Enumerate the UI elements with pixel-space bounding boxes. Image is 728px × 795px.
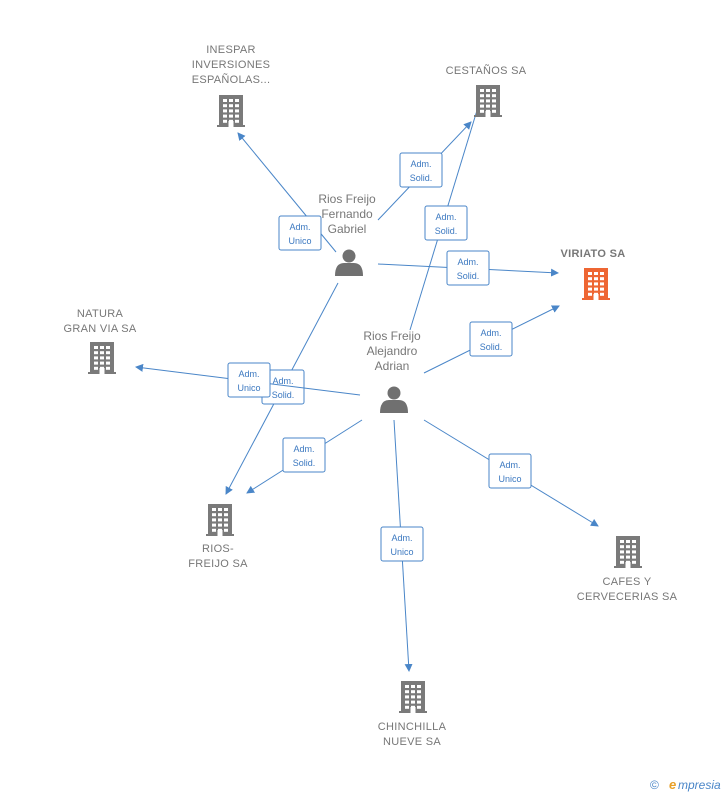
company-name[interactable]: CESTAÑOS SA — [446, 64, 527, 77]
person-name[interactable]: Alejandro — [367, 344, 418, 358]
edge-label-box — [227, 362, 271, 398]
person-name[interactable]: Adrian — [375, 359, 410, 373]
company-name[interactable]: INVERSIONES — [192, 59, 271, 71]
company-node-cestanos[interactable]: CESTAÑOS SA — [446, 64, 527, 117]
person-name[interactable]: Rios Freijo — [363, 329, 421, 343]
person-icon — [335, 249, 363, 276]
edge-alejandro-natura: Adm. Unico — [135, 362, 361, 398]
edge-label-box — [488, 453, 532, 489]
person-name[interactable]: Rios Freijo — [318, 192, 376, 206]
edge-role-label[interactable]: Adm. Unico — [278, 215, 322, 251]
edge-alejandro-rios_freijo_sa: Adm. Solid. — [246, 419, 363, 494]
edge-role-label[interactable]: Adm. Solid. — [469, 321, 513, 357]
company-node-inespar[interactable]: INESPAR INVERSIONES ESPAÑOLAS... — [192, 44, 271, 127]
edge-label-text: Solid. — [480, 342, 503, 352]
edges-layer: Adm.UnicoAdm.Solid.Adm.Solid.Adm.Solid.A… — [135, 93, 599, 672]
company-node-cafes[interactable]: CAFES Y CERVECERIAS SA — [577, 536, 678, 603]
company-name[interactable]: CERVECERIAS SA — [577, 591, 678, 603]
edge-label-text: Adm. — [410, 159, 431, 169]
edge-label-text: Solid. — [435, 226, 458, 236]
edge-label-text: Solid. — [457, 271, 480, 281]
building-icon — [582, 268, 610, 300]
edge-label-text: Adm. — [272, 376, 293, 386]
edge-role-label[interactable]: Adm. Solid. — [424, 205, 468, 241]
edge-label-box — [424, 205, 468, 241]
company-node-rios_freijo_sa[interactable]: RIOS- FREIJO SA — [188, 504, 248, 570]
footer-brand: © e mpresia — [650, 777, 721, 792]
company-name[interactable]: NUEVE SA — [383, 736, 441, 748]
edge-label-text: Unico — [237, 383, 260, 393]
edge-fernando-cestanos: Adm. Solid. — [377, 121, 472, 221]
edge-label-text: Solid. — [272, 390, 295, 400]
edge-label-text: Unico — [498, 474, 521, 484]
company-name[interactable]: FREIJO SA — [188, 558, 248, 570]
edge-alejandro-viriato: Adm. Solid. — [423, 305, 560, 374]
building-icon — [399, 681, 427, 713]
edge-role-label[interactable]: Adm. Unico — [380, 526, 424, 562]
edge-role-label[interactable]: Adm. Solid. — [282, 437, 326, 473]
company-node-natura[interactable]: NATURA GRAN VIA SA — [64, 308, 137, 374]
company-name[interactable]: INESPAR — [206, 44, 256, 56]
edge-label-text: Unico — [288, 236, 311, 246]
edge-label-text: Solid. — [293, 458, 316, 468]
company-name[interactable]: CHINCHILLA — [378, 721, 447, 733]
person-name[interactable]: Fernando — [321, 207, 373, 221]
edge-label-text: Adm. — [435, 212, 456, 222]
person-name[interactable]: Gabriel — [328, 222, 367, 236]
company-name[interactable]: RIOS- — [202, 543, 234, 555]
edge-fernando-viriato: Adm. Solid. — [377, 250, 559, 286]
company-node-chinchilla[interactable]: CHINCHILLA NUEVE SA — [378, 681, 447, 748]
company-name[interactable]: ESPAÑOLAS... — [192, 73, 271, 86]
edge-role-label[interactable]: Adm. Solid. — [261, 369, 305, 405]
edge-label-text: Adm. — [293, 444, 314, 454]
company-name[interactable]: GRAN VIA SA — [64, 323, 137, 335]
edge-alejandro-cestanos: Adm. Solid. — [409, 93, 484, 331]
edge-label-text: Adm. — [391, 533, 412, 543]
edge-label-text: Adm. — [238, 369, 259, 379]
company-node-viriato[interactable]: VIRIATO SA — [561, 248, 626, 300]
building-icon — [206, 504, 234, 536]
edge-label-text: Adm. — [499, 460, 520, 470]
copyright-symbol: © — [650, 778, 659, 792]
nodes-layer: INESPAR INVERSIONES ESPAÑOLAS... CESTAÑOS S… — [64, 44, 678, 748]
edge-role-label[interactable]: Adm. Unico — [227, 362, 271, 398]
brand-name: mpresia — [678, 778, 721, 792]
edge-alejandro-cafes: Adm. Unico — [423, 419, 599, 527]
edge-role-label[interactable]: Adm. Unico — [488, 453, 532, 489]
edge-label-text: Adm. — [289, 222, 310, 232]
company-name[interactable]: VIRIATO SA — [561, 248, 626, 260]
edge-label-text: Adm. — [457, 257, 478, 267]
edge-label-box — [278, 215, 322, 251]
edge-label-box — [399, 152, 443, 188]
building-icon — [614, 536, 642, 568]
building-icon — [474, 85, 502, 117]
company-name[interactable]: NATURA — [77, 308, 124, 320]
edge-label-box — [282, 437, 326, 473]
company-name[interactable]: CAFES Y — [603, 576, 652, 588]
edge-label-box — [446, 250, 490, 286]
edge-fernando-inespar: Adm. Unico — [237, 132, 337, 253]
edge-role-label[interactable]: Adm. Solid. — [446, 250, 490, 286]
edge-label-text: Unico — [390, 547, 413, 557]
edge-label-text: Solid. — [410, 173, 433, 183]
person-icon — [380, 386, 408, 413]
brand-initial: e — [669, 777, 676, 792]
building-icon — [88, 342, 116, 374]
edge-fernando-rios_freijo_sa: Adm. Solid. — [225, 282, 339, 495]
edge-label-text: Adm. — [480, 328, 501, 338]
edge-role-label[interactable]: Adm. Solid. — [399, 152, 443, 188]
edge-alejandro-chinchilla: Adm. Unico — [380, 419, 424, 672]
building-icon — [217, 95, 245, 127]
edge-label-box — [469, 321, 513, 357]
edge-label-box — [380, 526, 424, 562]
